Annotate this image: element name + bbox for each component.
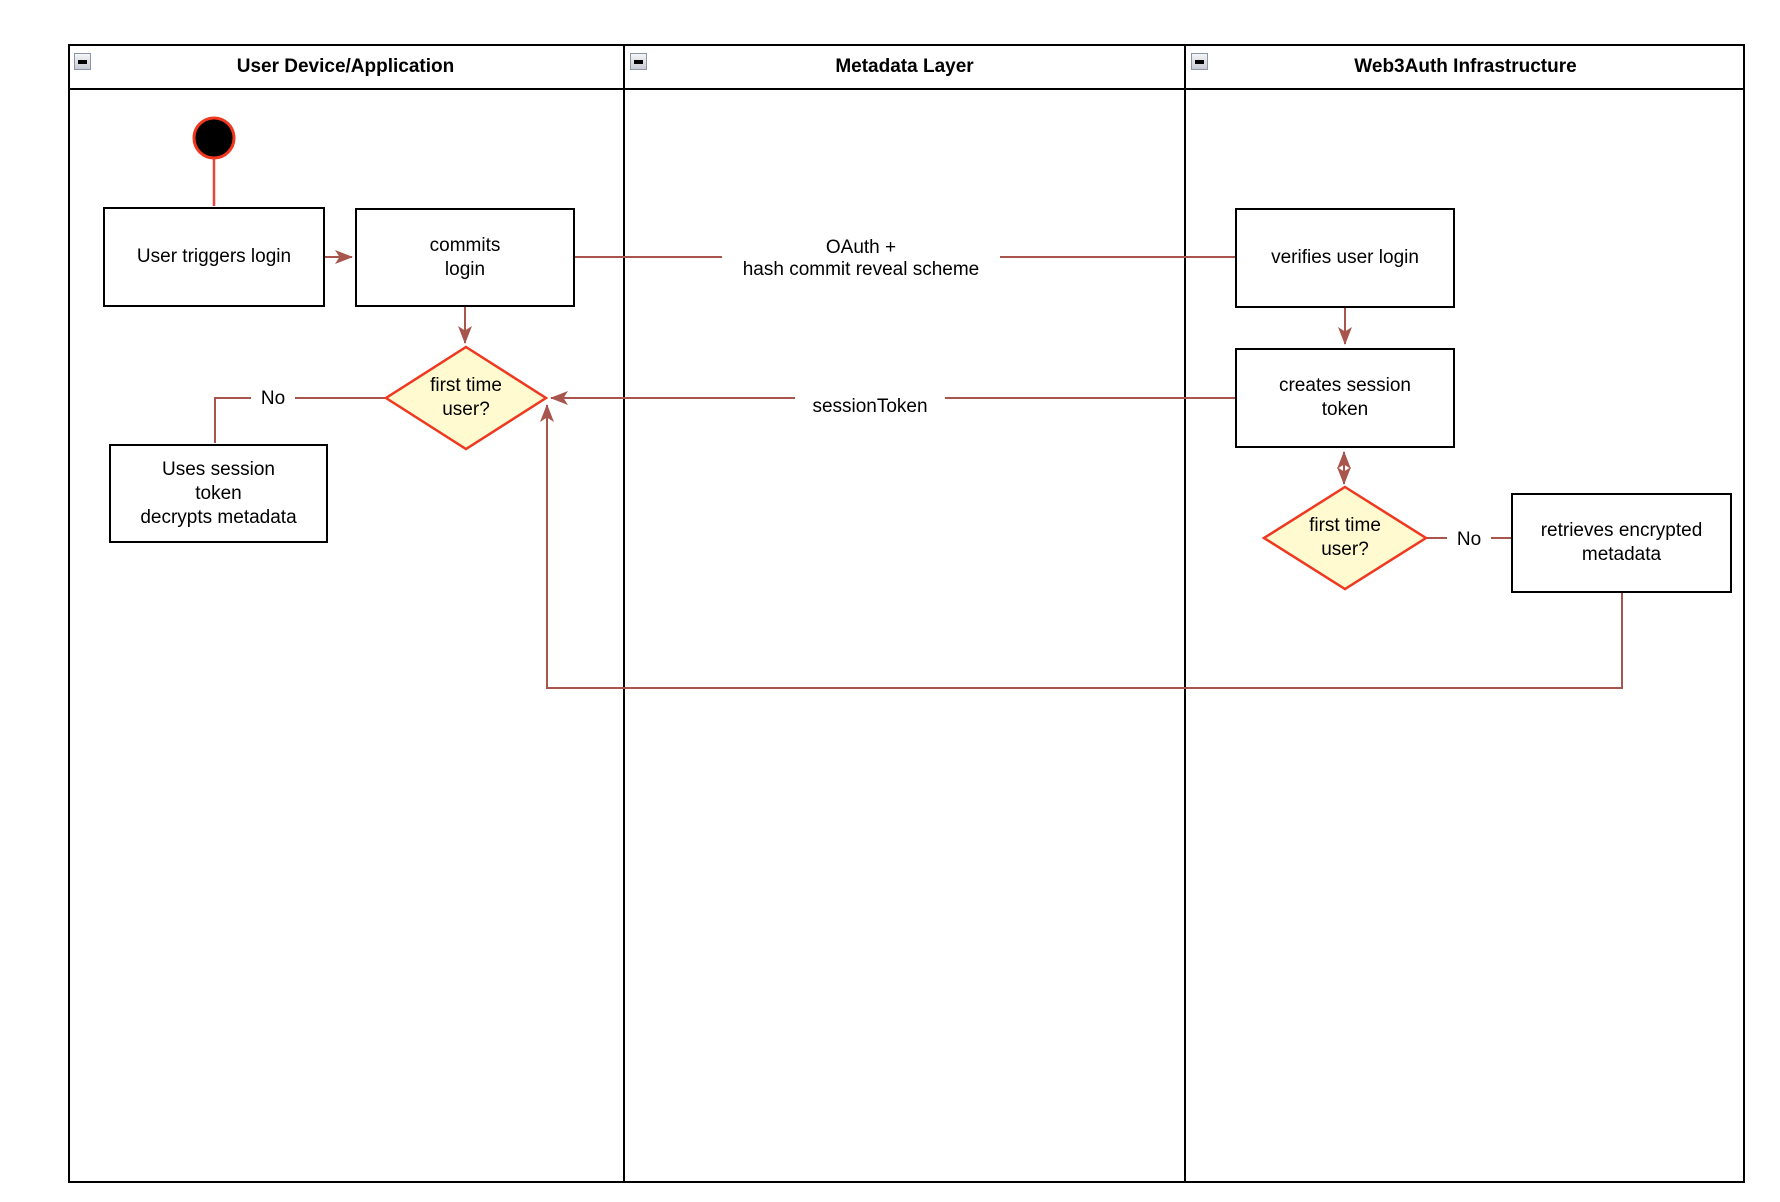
node-creates-session-token[interactable]: creates session token [1235, 348, 1455, 448]
lane-separator-1 [623, 44, 625, 1183]
lane-header-separator [68, 88, 1745, 90]
node-commits-login[interactable]: commits login [355, 208, 575, 307]
lane-title-user-device: User Device/Application [236, 56, 455, 77]
node-verifies-user-login[interactable]: verifies user login [1235, 208, 1455, 308]
collapse-lane-icon[interactable] [630, 53, 647, 70]
collapse-lane-icon[interactable] [74, 53, 91, 70]
collapse-lane-icon[interactable] [1191, 53, 1208, 70]
minus-icon [1195, 59, 1204, 64]
lane-title-metadata-layer: Metadata Layer [835, 56, 974, 77]
edge-label-oauth: OAuth + hash commit reveal scheme [722, 237, 1000, 281]
edge-label-session-token: sessionToken [795, 396, 945, 418]
edge-label-no-right: No [1447, 529, 1491, 551]
decision-label-left: first time user? [430, 375, 502, 420]
lane-separator-2 [1184, 44, 1186, 1183]
lane-title-web3auth-infra: Web3Auth Infrastructure [1354, 56, 1577, 77]
minus-icon [78, 59, 87, 64]
decision-label-right: first time user? [1309, 515, 1381, 560]
node-uses-session-token[interactable]: Uses session token decrypts metadata [109, 444, 328, 543]
node-user-triggers-login[interactable]: User triggers login [103, 207, 325, 307]
minus-icon [634, 59, 643, 64]
node-retrieves-encrypted-metadata[interactable]: retrieves encrypted metadata [1511, 493, 1732, 593]
edge-label-no-left: No [251, 388, 295, 410]
